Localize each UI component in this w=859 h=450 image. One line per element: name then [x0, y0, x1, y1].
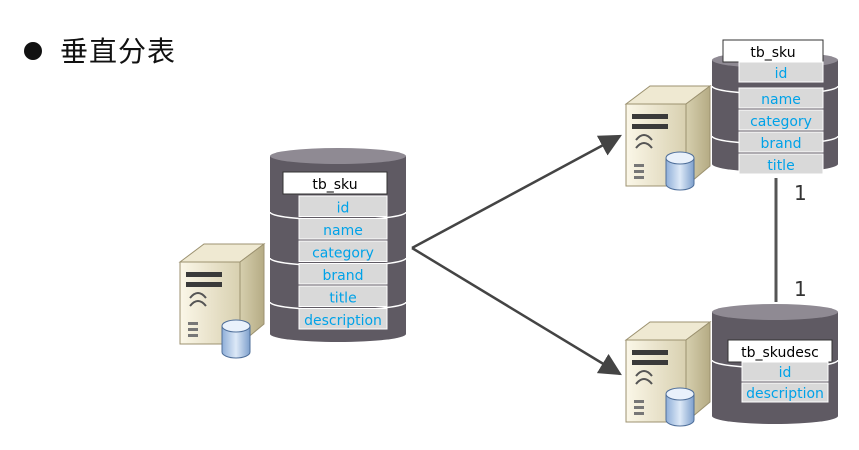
field-row: title [298, 285, 388, 307]
field-name: name [761, 92, 801, 108]
server-icon [179, 243, 265, 359]
slide-title: 垂直分表 [60, 35, 177, 68]
arrow-icon [411, 134, 622, 250]
field-name: name [323, 223, 363, 239]
field-row: id [738, 61, 824, 83]
field-row: id [741, 361, 829, 382]
table-name-header: tb_sku [282, 171, 388, 195]
field-row: category [298, 240, 388, 262]
table-name: tb_sku [750, 45, 795, 61]
field-row: brand [298, 263, 388, 285]
field-row: name [298, 218, 388, 240]
server-icon [625, 321, 711, 427]
table-name-header: tb_sku [722, 39, 824, 63]
field-row: brand [738, 131, 824, 153]
field-row: name [738, 87, 824, 109]
server-icon [625, 85, 711, 191]
field-name: id [779, 365, 792, 381]
field-name: description [746, 386, 824, 402]
bullet-icon [24, 42, 42, 60]
field-name: id [775, 66, 788, 82]
database-icon [221, 319, 251, 359]
database-icon [665, 151, 695, 191]
field-name: description [304, 313, 382, 329]
relation-cardinality-top: 1 [794, 181, 807, 205]
table-name: tb_sku [312, 177, 357, 193]
field-name: category [312, 246, 374, 262]
field-name: id [337, 201, 350, 217]
field-name: title [329, 291, 356, 307]
field-name: brand [323, 268, 364, 284]
field-name: title [767, 158, 794, 174]
field-row: description [741, 382, 829, 403]
field-row: description [298, 308, 388, 330]
table-name: tb_skudesc [741, 345, 819, 361]
field-row: id [298, 195, 388, 217]
table-name-header: tb_skudesc [727, 339, 833, 363]
field-name: brand [761, 136, 802, 152]
relation-cardinality-bottom: 1 [794, 277, 807, 301]
field-row: category [738, 109, 824, 131]
field-name: category [750, 114, 812, 130]
field-row: title [738, 153, 824, 175]
database-icon [665, 387, 695, 427]
arrow-icon [411, 246, 622, 376]
